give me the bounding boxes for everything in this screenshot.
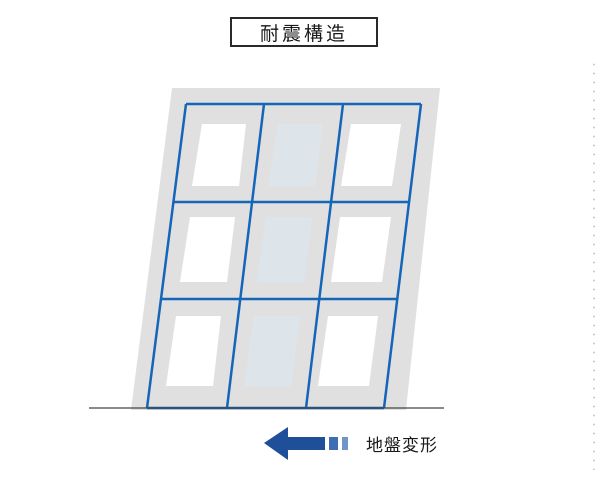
window — [166, 316, 221, 386]
column — [145, 103, 188, 409]
windows — [166, 124, 401, 386]
diagram-title: 耐震構造 — [230, 17, 378, 47]
window — [180, 217, 235, 282]
decorative-dotted-border — [593, 60, 595, 470]
column — [382, 103, 423, 409]
column — [225, 103, 266, 409]
window — [192, 124, 246, 186]
legend-label: 地盤変形 — [366, 436, 438, 456]
window — [331, 217, 391, 282]
left-arrow-icon — [264, 427, 348, 460]
window — [257, 217, 312, 282]
window — [268, 124, 323, 186]
window — [244, 316, 300, 386]
window — [341, 124, 401, 186]
column — [304, 103, 345, 409]
window — [318, 316, 378, 386]
